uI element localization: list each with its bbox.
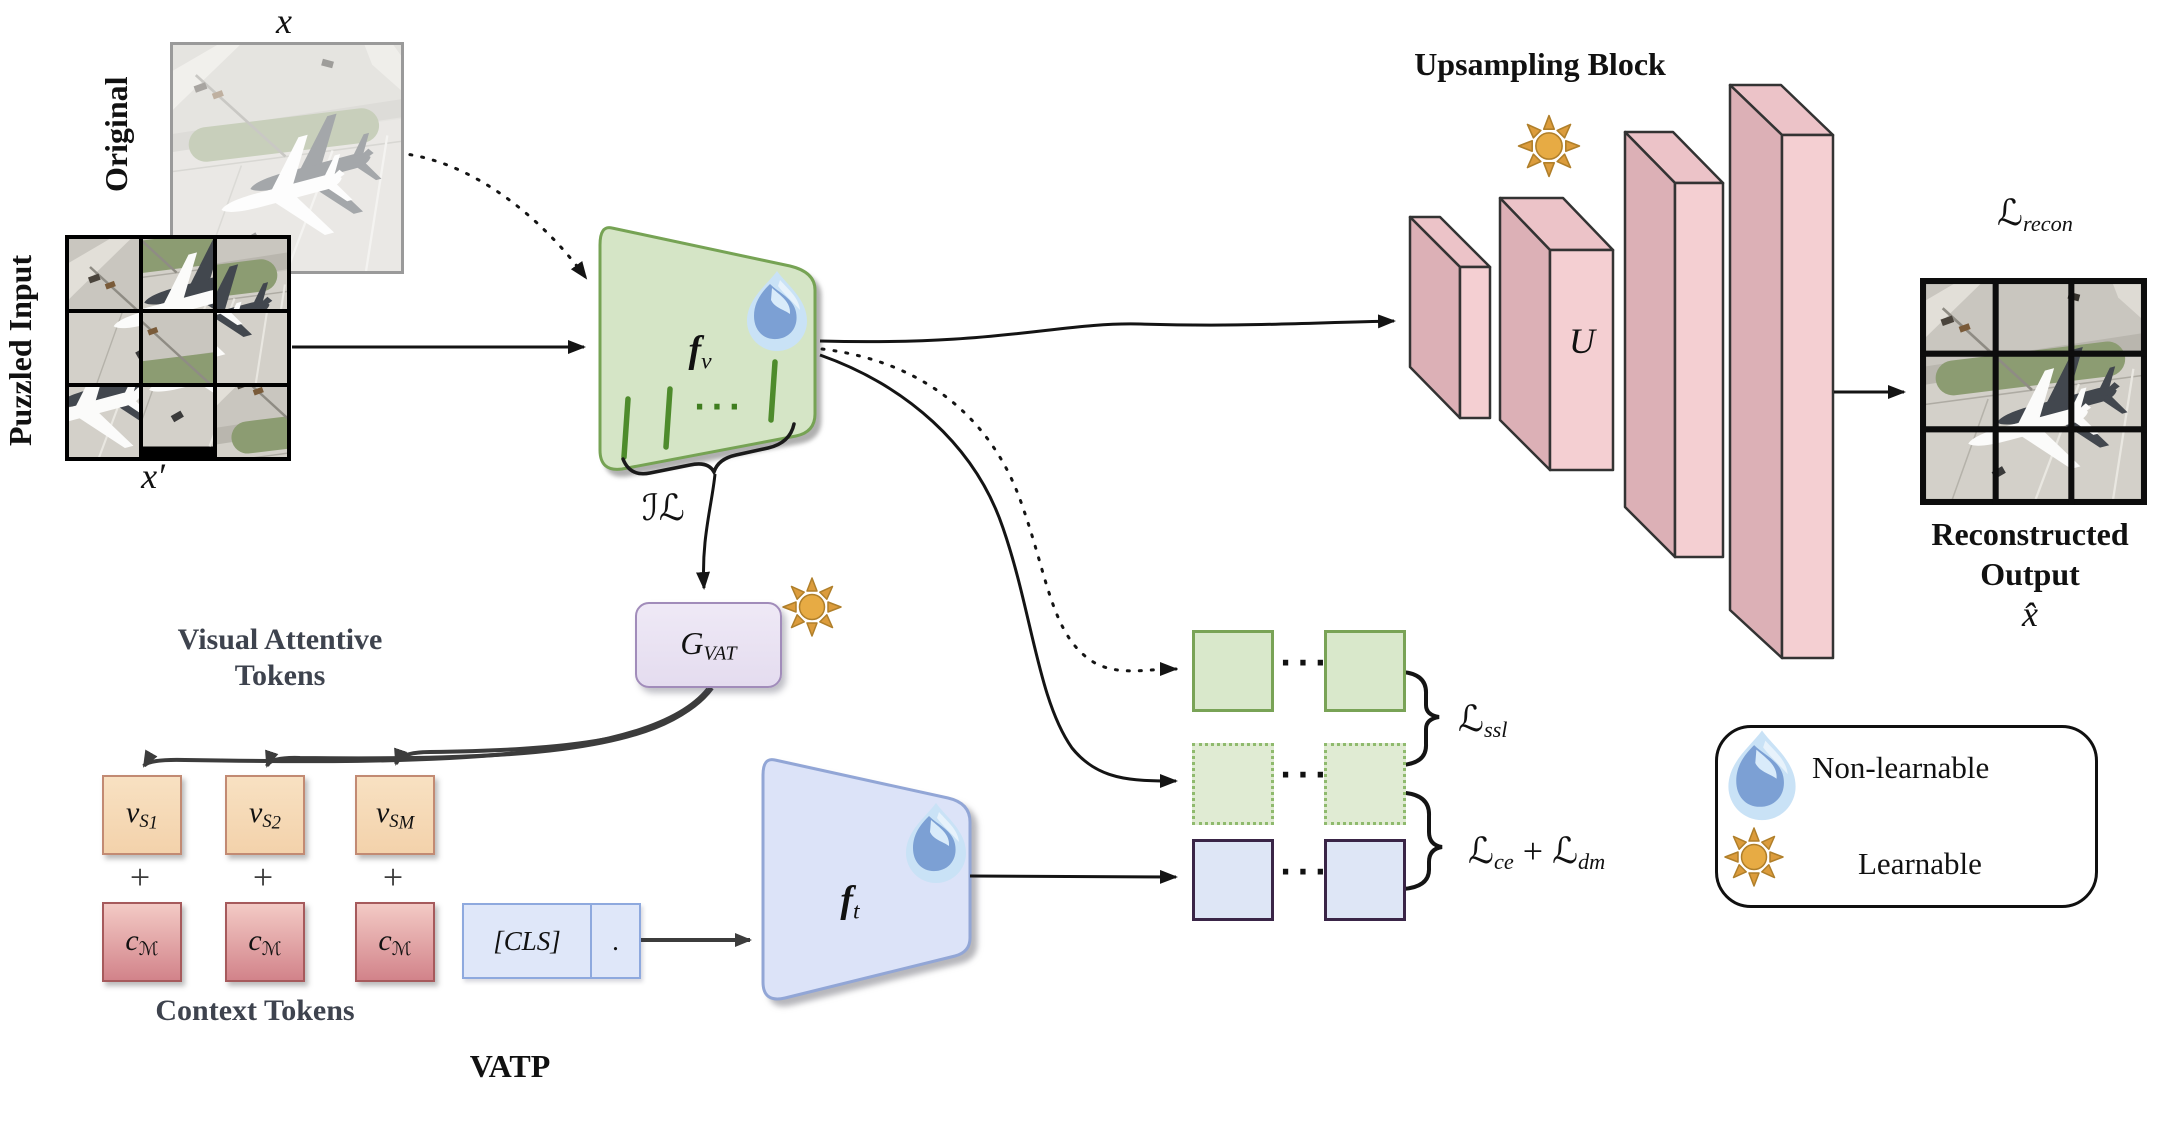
arrow-text-encoder-to-tokens xyxy=(969,869,1178,884)
visual-token-2: vS2 xyxy=(225,775,305,855)
recon-var-label: x̂ xyxy=(2022,594,2038,634)
vision-encoder-shape xyxy=(598,226,817,471)
visual-token-m: vSM xyxy=(355,775,435,855)
ssl-loss-label: ℒssl xyxy=(1458,699,1508,743)
visual-token-1: vS1 xyxy=(102,775,182,855)
upsampling-block-3 xyxy=(1623,130,1725,559)
cls-token-strip: [CLS] . xyxy=(462,903,641,979)
context-token-1: cℳ xyxy=(102,902,182,982)
predicted-token-square xyxy=(1192,743,1274,825)
arrow-encoder-to-target-tokens xyxy=(820,347,1178,677)
ssl-loss-brace xyxy=(1400,670,1440,767)
arrow-gvat-to-token-1 xyxy=(142,687,710,768)
context-token-3: cℳ xyxy=(355,902,435,982)
predicted-token-ellipsis: ··· xyxy=(1279,758,1333,793)
ce-dm-loss-label: ℒce + ℒdm xyxy=(1468,831,1606,875)
target-token-square xyxy=(1192,630,1274,712)
legend-non-learnable-text: Non-learnable xyxy=(1812,750,1990,785)
cls-dot-cell: . xyxy=(592,903,641,979)
non-learnable-drop-icon xyxy=(1728,730,1796,821)
plus-sign: + xyxy=(252,857,274,897)
sun-icon xyxy=(782,577,842,637)
reconstructed-output-caption: Reconstructed Output x̂ xyxy=(1888,514,2172,634)
il-label: ℐℒ xyxy=(642,488,685,529)
vision-encoder-ellipsis: ··· xyxy=(693,390,747,425)
puzzled-input-label: Puzzled Input xyxy=(2,254,38,446)
upsampling-block-2 xyxy=(1498,196,1615,472)
legend-learnable-label: Learnable xyxy=(1858,846,2078,882)
text-encoder-label: ft xyxy=(840,879,860,925)
text-token-square xyxy=(1192,839,1274,921)
recon-loss-label: ℒrecon xyxy=(1997,193,2073,237)
plus-sign: + xyxy=(382,857,404,897)
caption-line-2: Output xyxy=(1980,556,2080,592)
vision-encoder-label: fv xyxy=(688,329,712,375)
arrow-encoder-to-upsampling xyxy=(819,314,1396,344)
vatp-title: VATP xyxy=(469,1048,551,1084)
arrow-gvat-to-token-3 xyxy=(394,686,714,766)
arrow-original-to-encoder xyxy=(396,151,588,280)
upsampling-blocks xyxy=(1408,83,1835,660)
upsampling-block-4 xyxy=(1728,83,1835,660)
legend-non-learnable-label: Non-learnable xyxy=(1812,750,2082,786)
puzzled-var-label: x′ xyxy=(141,456,165,496)
legend-icons xyxy=(1724,730,1796,887)
fv-output-brace xyxy=(621,422,796,477)
visual-attentive-tokens-heading: Visual Attentive Tokens xyxy=(177,623,383,692)
context-tokens-heading: Context Tokens xyxy=(155,994,355,1027)
text-token-square xyxy=(1324,839,1406,921)
learnable-sun-icon xyxy=(1724,827,1784,887)
caption-line-1: Reconstructed xyxy=(1931,516,2129,552)
cls-token-cell: [CLS] xyxy=(462,903,592,979)
gvat-label: G xyxy=(680,624,704,661)
text-encoder-shape xyxy=(761,758,972,1001)
ce-dm-loss-brace xyxy=(1401,791,1443,891)
plus-sign: + xyxy=(1522,831,1544,871)
context-token-2: cℳ xyxy=(225,902,305,982)
target-token-ellipsis: ··· xyxy=(1279,646,1333,681)
sun-icon xyxy=(1517,114,1581,178)
legend-learnable-text: Learnable xyxy=(1858,846,1982,881)
plus-sign: + xyxy=(129,857,151,897)
upsampling-block-1 xyxy=(1408,215,1492,420)
predicted-token-square xyxy=(1324,743,1406,825)
arrow-encoder-to-pred-tokens xyxy=(819,353,1178,788)
arrow-il-to-gvat xyxy=(696,473,717,590)
original-label: Original xyxy=(98,76,134,192)
original-var-label: x xyxy=(276,1,292,41)
text-token-ellipsis: ··· xyxy=(1279,855,1333,890)
puzzled-input-image xyxy=(65,235,291,461)
reconstructed-output-image xyxy=(1920,278,2147,505)
upsampling-title: Upsampling Block xyxy=(1414,46,1666,82)
upsampling-u-label: U xyxy=(1569,321,1595,361)
target-token-square xyxy=(1324,630,1406,712)
gvat-generator-box: GVAT xyxy=(635,602,782,688)
